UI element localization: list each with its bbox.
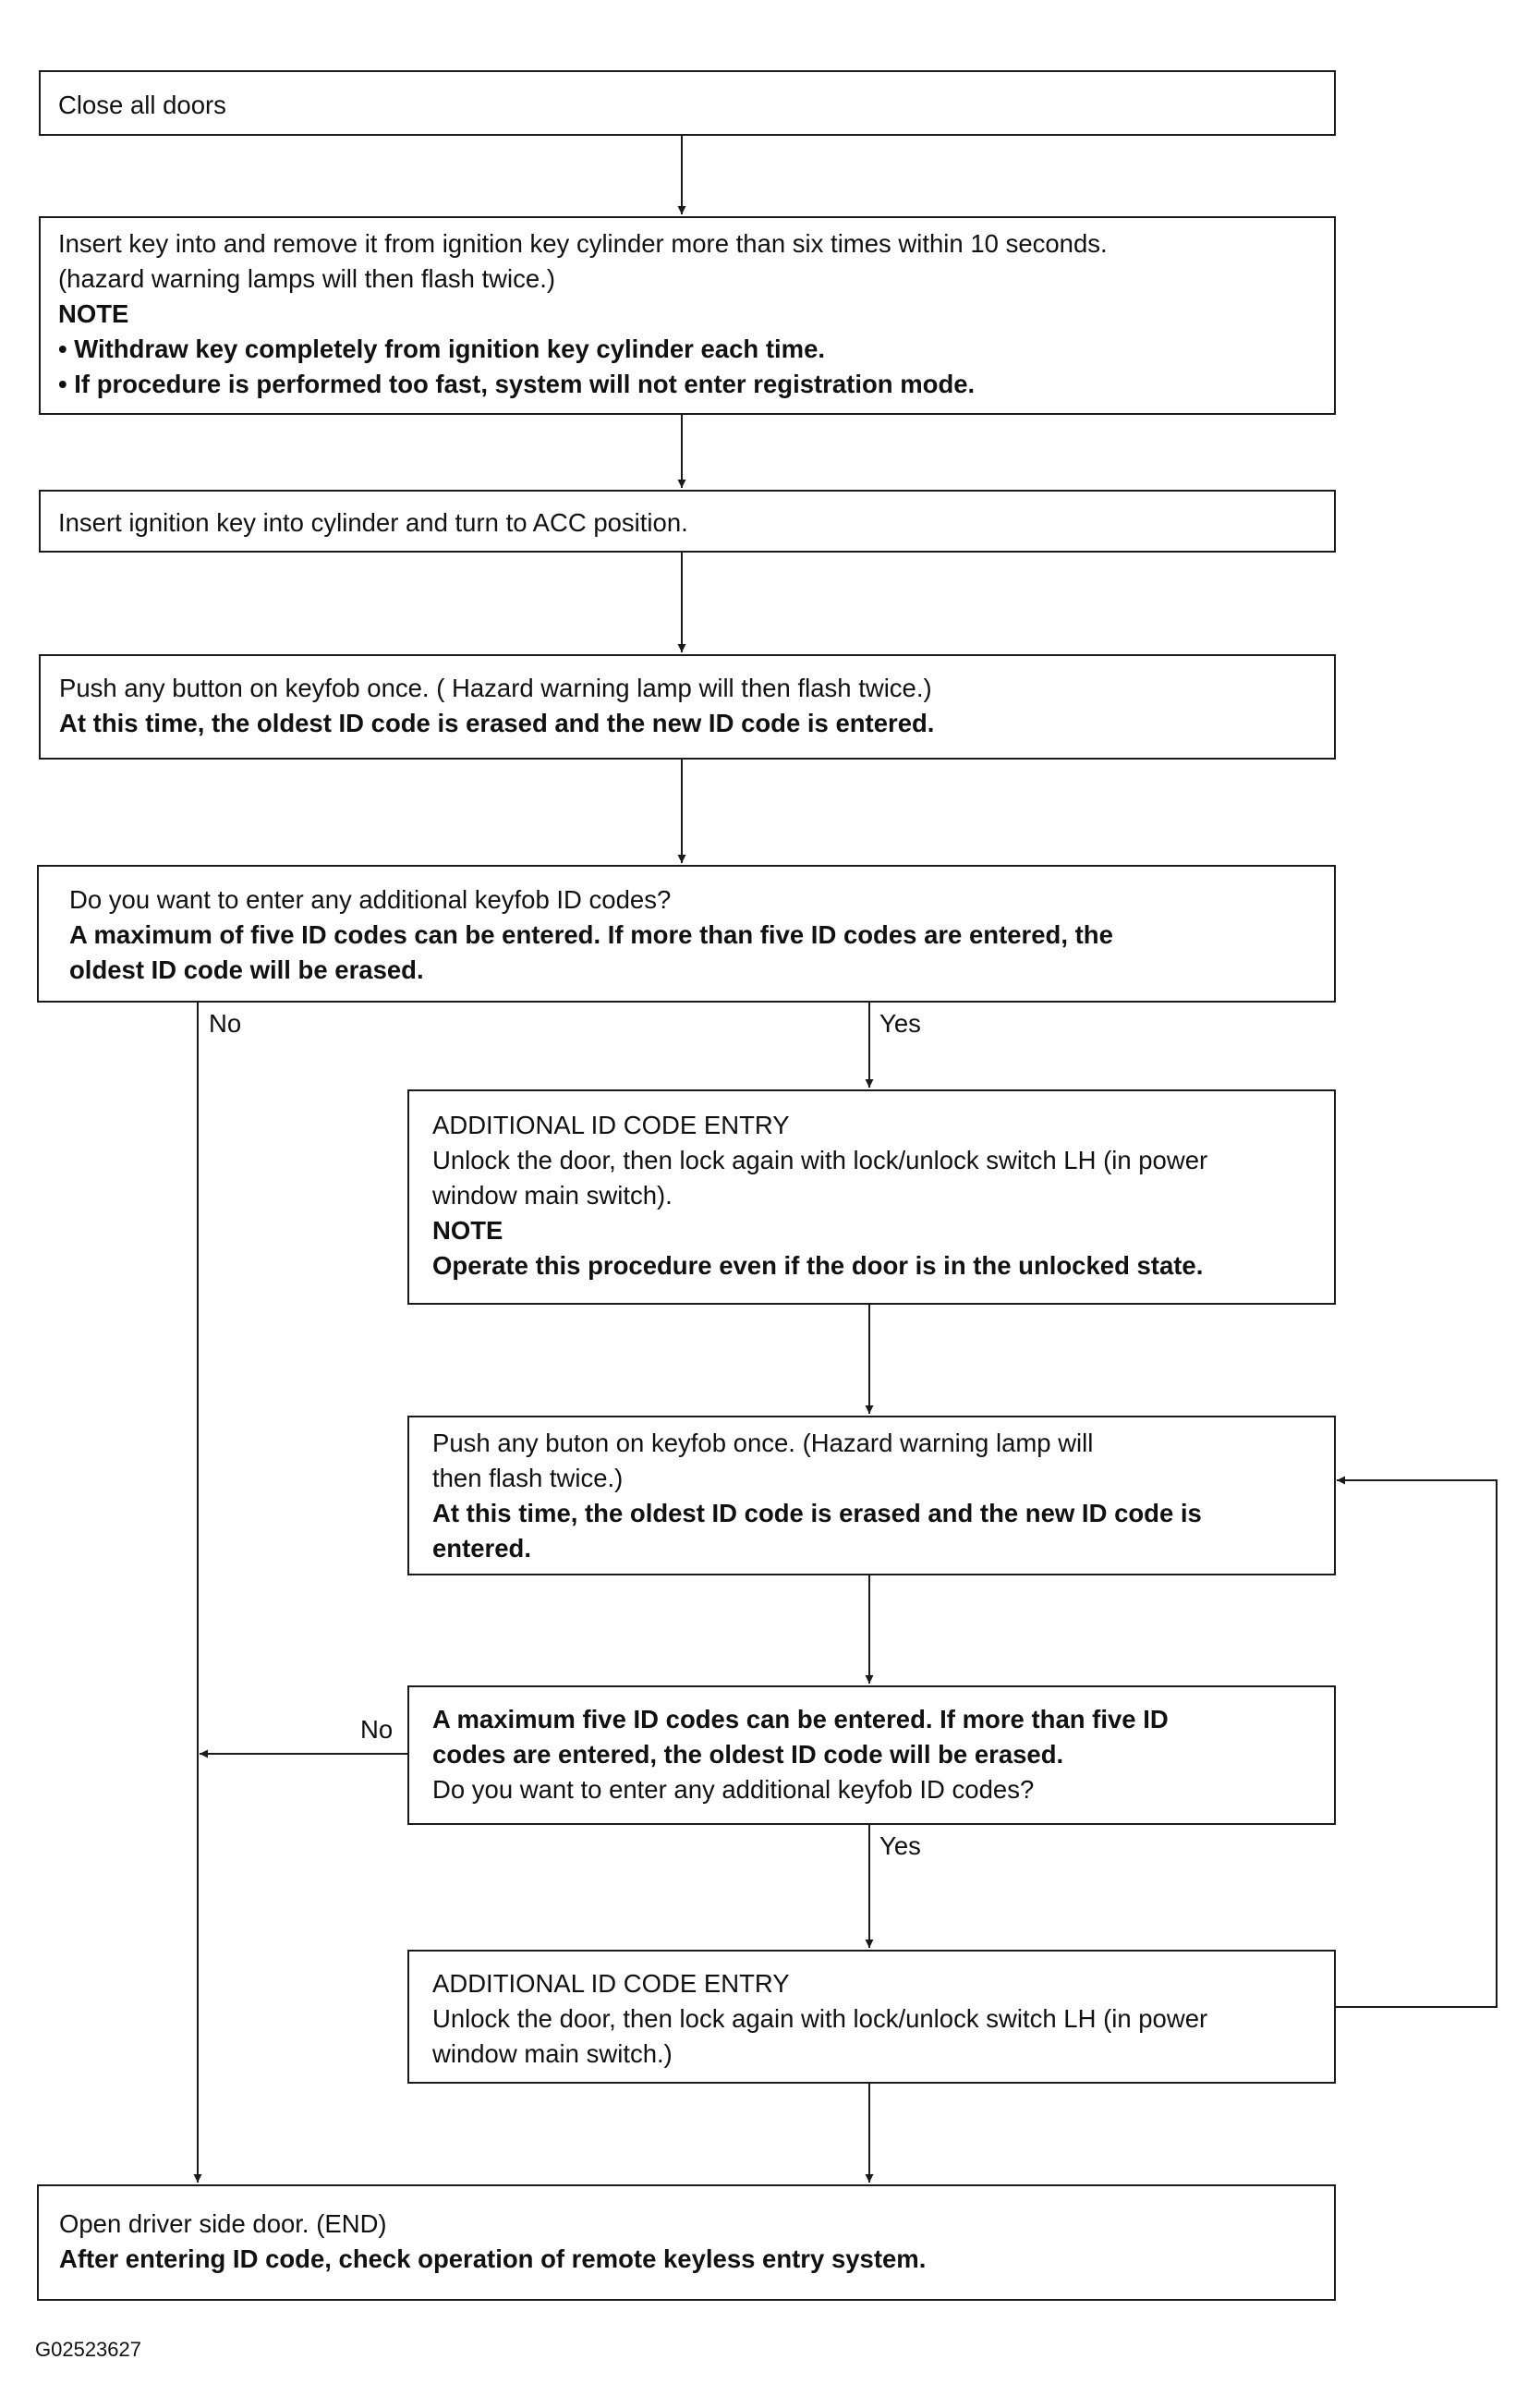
additional-entry-1-line-2: Unlock the door, then lock again with lo… (432, 1146, 1208, 1174)
decision-additional-id-codes: Do you want to enter any additional keyf… (37, 865, 1336, 1003)
decision-additional-id-codes-2: A maximum five ID codes can be entered. … (407, 1685, 1336, 1825)
arrow-entry2-loop-to-push2 (1336, 1476, 1498, 2008)
additional-entry-2-line-1: ADDITIONAL ID CODE ENTRY (432, 1969, 790, 1998)
insert-remove-key-line-3: NOTE (58, 299, 129, 328)
decision-2-line-3: Do you want to enter any additional keyf… (432, 1775, 1035, 1804)
step-close-all-doors: Close all doors (39, 70, 1336, 136)
additional-entry-1-line-3: window main switch). (432, 1181, 673, 1210)
close-doors-line-1: Close all doors (58, 91, 226, 119)
decision-1-line-1: Do you want to enter any additional keyf… (69, 885, 672, 914)
push-button-2-line-1: Push any buton on keyfob once. (Hazard w… (432, 1429, 1094, 1457)
insert-remove-key-line-5: • If procedure is performed too fast, sy… (58, 370, 976, 398)
edge-label-no-2: No (360, 1715, 394, 1744)
step-insert-key-acc: Insert ignition key into cylinder and tu… (39, 490, 1336, 553)
insert-remove-key-line-2: (hazard warning lamps will then flash tw… (58, 264, 555, 293)
end-line-1: Open driver side door. (END) (59, 2209, 387, 2238)
decision-2-line-2: codes are entered, the oldest ID code wi… (432, 1740, 1064, 1769)
additional-entry-1-line-4: NOTE (432, 1216, 503, 1245)
edge-label-no-1: No (209, 1009, 242, 1038)
decision-2-line-1: A maximum five ID codes can be entered. … (432, 1705, 1169, 1733)
step-push-keyfob-button: Push any button on keyfob once. ( Hazard… (39, 654, 1336, 760)
step-push-keyfob-button-2: Push any buton on keyfob once. (Hazard w… (407, 1416, 1336, 1575)
additional-entry-1-line-1: ADDITIONAL ID CODE ENTRY (432, 1111, 790, 1139)
additional-entry-2-line-2: Unlock the door, then lock again with lo… (432, 2004, 1208, 2033)
additional-entry-1-line-5: Operate this procedure even if the door … (432, 1251, 1204, 1280)
decision-1-line-2: A maximum of five ID codes can be entere… (69, 920, 1113, 949)
edge-label-yes-1: Yes (879, 1009, 921, 1038)
insert-acc-line-1: Insert ignition key into cylinder and tu… (58, 508, 688, 537)
figure-id: G02523627 (35, 2338, 141, 2361)
insert-remove-key-line-1: Insert key into and remove it from ignit… (58, 229, 1108, 258)
push-button-1-line-1: Push any button on keyfob once. ( Hazard… (59, 674, 932, 702)
step-additional-id-entry-1: ADDITIONAL ID CODE ENTRY Unlock the door,… (407, 1089, 1336, 1305)
decision-1-line-3: oldest ID code will be erased. (69, 955, 424, 984)
step-insert-remove-key: Insert key into and remove it from ignit… (39, 216, 1336, 415)
end-line-2: After entering ID code, check operation … (59, 2244, 927, 2273)
insert-remove-key-line-4: • Withdraw key completely from ignition … (58, 334, 826, 363)
additional-entry-2-line-3: window main switch.) (432, 2039, 673, 2068)
push-button-1-line-2: At this time, the oldest ID code is eras… (59, 709, 935, 737)
push-button-2-line-3: At this time, the oldest ID code is eras… (432, 1499, 1202, 1527)
push-button-2-line-4: entered. (432, 1534, 531, 1563)
step-open-driver-door-end: Open driver side door. (END) After enteri… (37, 2184, 1336, 2301)
push-button-2-line-2: then flash twice.) (432, 1464, 624, 1492)
step-additional-id-entry-2: ADDITIONAL ID CODE ENTRY Unlock the door,… (407, 1950, 1336, 2084)
edge-label-yes-2: Yes (879, 1831, 921, 1860)
